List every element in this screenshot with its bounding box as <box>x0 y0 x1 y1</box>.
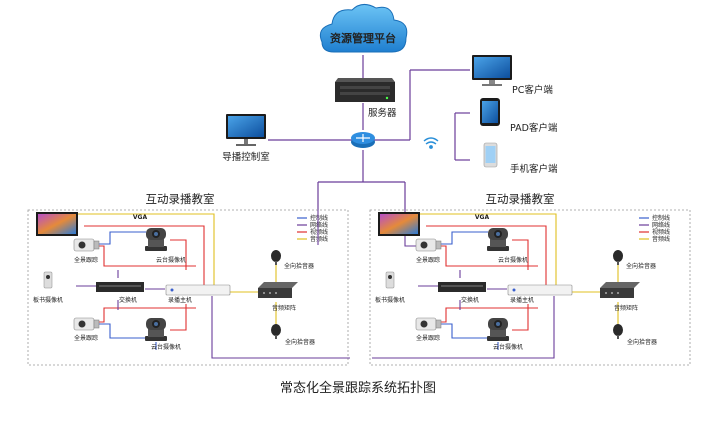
legend-video: 视频线 <box>310 228 328 236</box>
server-icon <box>335 78 395 102</box>
ptz-bottom-label: 云台摄像机 <box>151 343 181 351</box>
vga-display-icon <box>36 212 78 236</box>
mic-top-label: 全向拾音器 <box>626 262 656 270</box>
panorama-camera-icon <box>73 238 100 252</box>
classroom-right: 互动录播教室 控制线 网络线 视频线 音频线 <box>369 192 691 366</box>
audio-matrix-icon <box>258 282 298 298</box>
ptz-camera-icon <box>145 228 167 251</box>
blackboard-camera-icon <box>385 271 395 289</box>
classroom-title: 互动录播教室 <box>486 192 555 206</box>
microphone-icon <box>613 250 623 265</box>
panorama-camera-icon <box>415 317 442 331</box>
ptz-camera-icon <box>145 318 167 341</box>
blackboard-camera-icon <box>43 271 53 289</box>
panorama-bottom-label: 全景跟踪 <box>416 334 440 342</box>
microphone-icon <box>271 324 281 339</box>
classroom-title: 互动录播教室 <box>146 192 215 206</box>
recorder-icon <box>507 284 573 296</box>
ptz-bottom-label: 云台摄像机 <box>493 343 523 351</box>
audio-matrix-icon <box>600 282 640 298</box>
classroom-border <box>369 209 691 366</box>
ptz-camera-icon <box>487 228 509 251</box>
blackboard-cam-label: 板书摄像机 <box>33 296 63 304</box>
cloud-label: 资源管理平台 <box>330 31 396 45</box>
legend-control: 控制线 <box>310 214 328 222</box>
blackboard-cam-label: 板书摄像机 <box>375 296 405 304</box>
panorama-camera-icon <box>73 317 100 331</box>
panorama-bottom-label: 全景跟踪 <box>74 334 98 342</box>
diagram-caption: 常态化全景跟踪系统拓扑图 <box>280 380 436 396</box>
legend-network: 网络线 <box>652 221 670 229</box>
panorama-camera-icon <box>415 238 442 252</box>
phone-client-icon <box>483 142 498 168</box>
recorder-icon <box>165 284 231 296</box>
switch-label: 交换机 <box>461 296 479 304</box>
pad-client-icon <box>480 98 500 126</box>
audio-matrix-label: 音频矩阵 <box>272 304 296 312</box>
legend-audio: 音频线 <box>310 235 328 243</box>
top-network-lines <box>268 55 470 210</box>
audio-matrix-label: 音频矩阵 <box>614 304 638 312</box>
vga-label: VGA <box>133 214 148 221</box>
switch-label: 交换机 <box>119 296 137 304</box>
panorama-top-label: 全景跟踪 <box>416 256 440 264</box>
wifi-icon <box>423 137 439 149</box>
ptz-camera-icon <box>487 318 509 341</box>
classroom-left: 互动录播教室 控制线 网络线 视频线 音频线 <box>27 192 350 366</box>
legend-control: 控制线 <box>652 214 670 222</box>
ptz-top-label: 云台摄像机 <box>498 256 528 264</box>
switch-icon <box>438 282 486 292</box>
recorder-label: 录播主机 <box>510 296 534 304</box>
control-room-monitor-icon <box>226 114 266 146</box>
mic-bottom-label: 全向拾音器 <box>285 338 315 346</box>
pc-client-label: PC客户端 <box>512 84 553 96</box>
server-label: 服务器 <box>368 107 397 119</box>
microphone-icon <box>271 250 281 265</box>
control-room-label: 导播控制室 <box>222 151 270 163</box>
legend: 控制线 网络线 视频线 音频线 <box>297 214 328 243</box>
cloud-icon <box>319 4 408 53</box>
legend-network: 网络线 <box>310 221 328 229</box>
legend: 控制线 网络线 视频线 音频线 <box>639 214 670 243</box>
mic-bottom-label: 全向拾音器 <box>627 338 657 346</box>
classroom-border <box>27 209 349 366</box>
vga-label: VGA <box>475 214 490 221</box>
router-icon <box>351 132 375 148</box>
legend-video: 视频线 <box>652 228 670 236</box>
ptz-top-label: 云台摄像机 <box>156 256 186 264</box>
microphone-icon <box>613 324 623 339</box>
pad-client-label: PAD客户端 <box>510 122 558 134</box>
panorama-top-label: 全景跟踪 <box>74 256 98 264</box>
pc-client-icon <box>472 55 512 86</box>
recorder-label: 录播主机 <box>168 296 192 304</box>
vga-display-icon <box>378 212 420 236</box>
legend-audio: 音频线 <box>652 235 670 243</box>
phone-client-label: 手机客户端 <box>510 163 558 175</box>
switch-icon <box>96 282 144 292</box>
mic-top-label: 全向拾音器 <box>284 262 314 270</box>
